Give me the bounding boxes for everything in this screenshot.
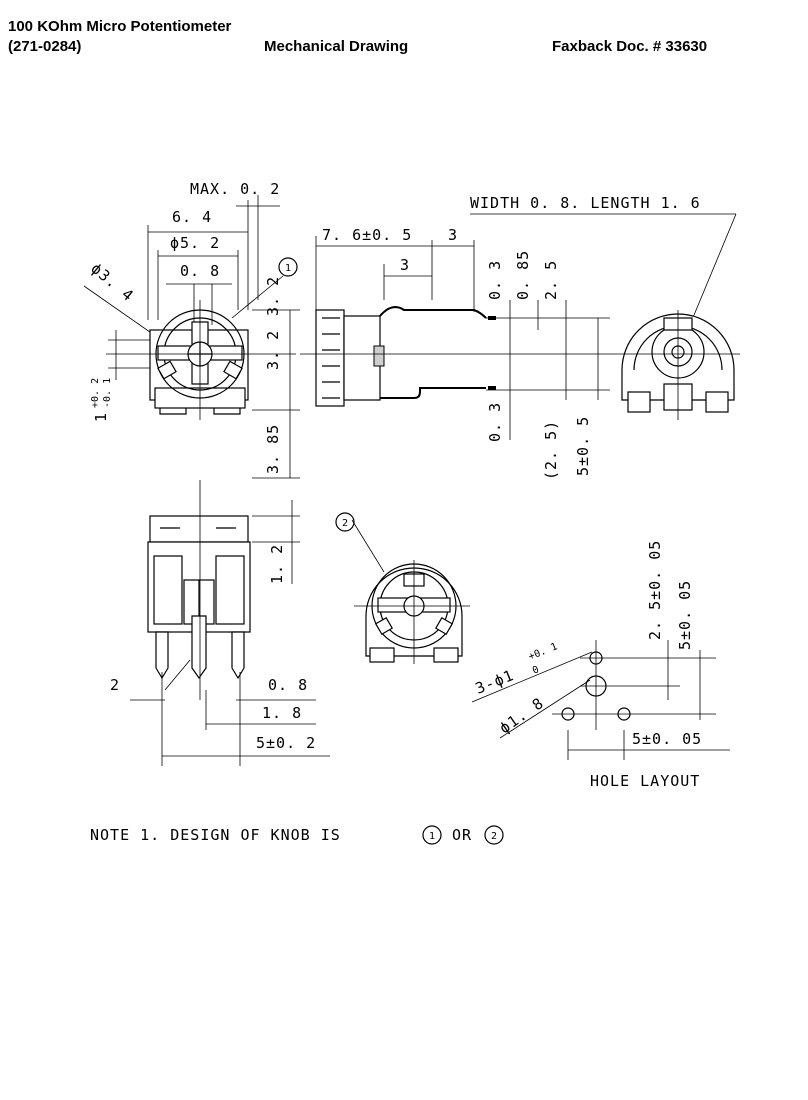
dim-3-inner: 3 <box>400 256 410 274</box>
rear-view <box>470 213 740 420</box>
dim-2-5-0-05: 2. 5±0. 05 <box>646 540 664 640</box>
note-or: OR <box>452 826 472 844</box>
document-title: 100 KOhm Micro Potentiometer <box>8 18 232 35</box>
dim-5-0-05-horizontal: 5±0. 05 <box>632 730 702 748</box>
dim-2-5-paren: (2. 5) <box>542 420 560 480</box>
dim-0-3-top: 0. 3 <box>486 260 504 300</box>
front-view <box>83 195 300 479</box>
hole-layout-label: HOLE LAYOUT <box>590 772 700 790</box>
dim-0-3-bottom: 0. 3 <box>486 402 504 442</box>
note-knob-1: 1 <box>429 831 435 842</box>
dim-5-0-2: 5±0. 2 <box>256 734 316 752</box>
dim-tol-upper: +0. 2 <box>90 378 101 408</box>
hole-layout-view <box>471 640 730 760</box>
dim-hole-phi-1-8: ϕ1. 8 <box>496 694 547 738</box>
side-view <box>300 236 620 440</box>
dim-max-0-2: MAX. 0. 2 <box>190 180 280 198</box>
note-knob-2: 2 <box>491 831 497 842</box>
dim-6-4: 6. 4 <box>172 208 212 226</box>
faxback-doc: Faxback Doc. # 33630 <box>552 38 708 55</box>
dim-7-6: 7. 6±0. 5 <box>322 226 412 244</box>
dim-1-8: 1. 8 <box>262 704 302 722</box>
dim-0-8-top: 0. 8 <box>180 262 220 280</box>
knob-2-callout: 2 <box>342 518 348 529</box>
dim-3-2-lower: 3. 2 <box>264 330 282 370</box>
dim-2: 2 <box>110 676 120 694</box>
knob-2-view <box>351 519 470 664</box>
part-number: (271-0284) <box>8 38 82 55</box>
note-text: NOTE 1. DESIGN OF KNOB IS <box>90 826 341 844</box>
dim-3-2-upper: 3. 2 <box>264 276 282 316</box>
design-note: NOTE 1. DESIGN OF KNOB IS 1 OR 2 <box>90 825 504 845</box>
dim-hole-tol-upper: +0. 1 <box>527 641 559 662</box>
bottom-view <box>130 480 330 766</box>
dim-width-length: WIDTH 0. 8. LENGTH 1. 6 <box>470 194 701 212</box>
dim-tol-lower: -0. 1 <box>102 378 113 408</box>
doc-type: Mechanical Drawing <box>264 38 409 55</box>
dim-0-8-bottom: 0. 8 <box>268 676 308 694</box>
knob-1-callout-circle <box>278 257 298 277</box>
note-knob-1-circle <box>422 825 442 845</box>
dim-0-85: 0. 85 <box>514 250 532 300</box>
knob-1-callout: 1 <box>285 263 291 274</box>
note-knob-2-circle <box>484 825 504 845</box>
dim-5-0-5: 5±0. 5 <box>574 416 592 476</box>
dim-dia-3-4: ϕ3. 4 <box>87 259 137 305</box>
dim-1-2: 1. 2 <box>268 544 286 584</box>
knob-2-callout-circle <box>335 512 355 532</box>
dim-dia-5-2: ϕ5. 2 <box>170 234 220 252</box>
dim-3-85: 3. 85 <box>264 424 282 474</box>
dim-3-right: 3 <box>448 226 458 244</box>
dim-tol-main: 1 <box>92 412 110 422</box>
dim-2-5: 2. 5 <box>542 260 560 300</box>
dim-hole-tol-lower: 0 <box>531 664 541 676</box>
dim-5-0-05-vertical: 5±0. 05 <box>676 580 694 650</box>
